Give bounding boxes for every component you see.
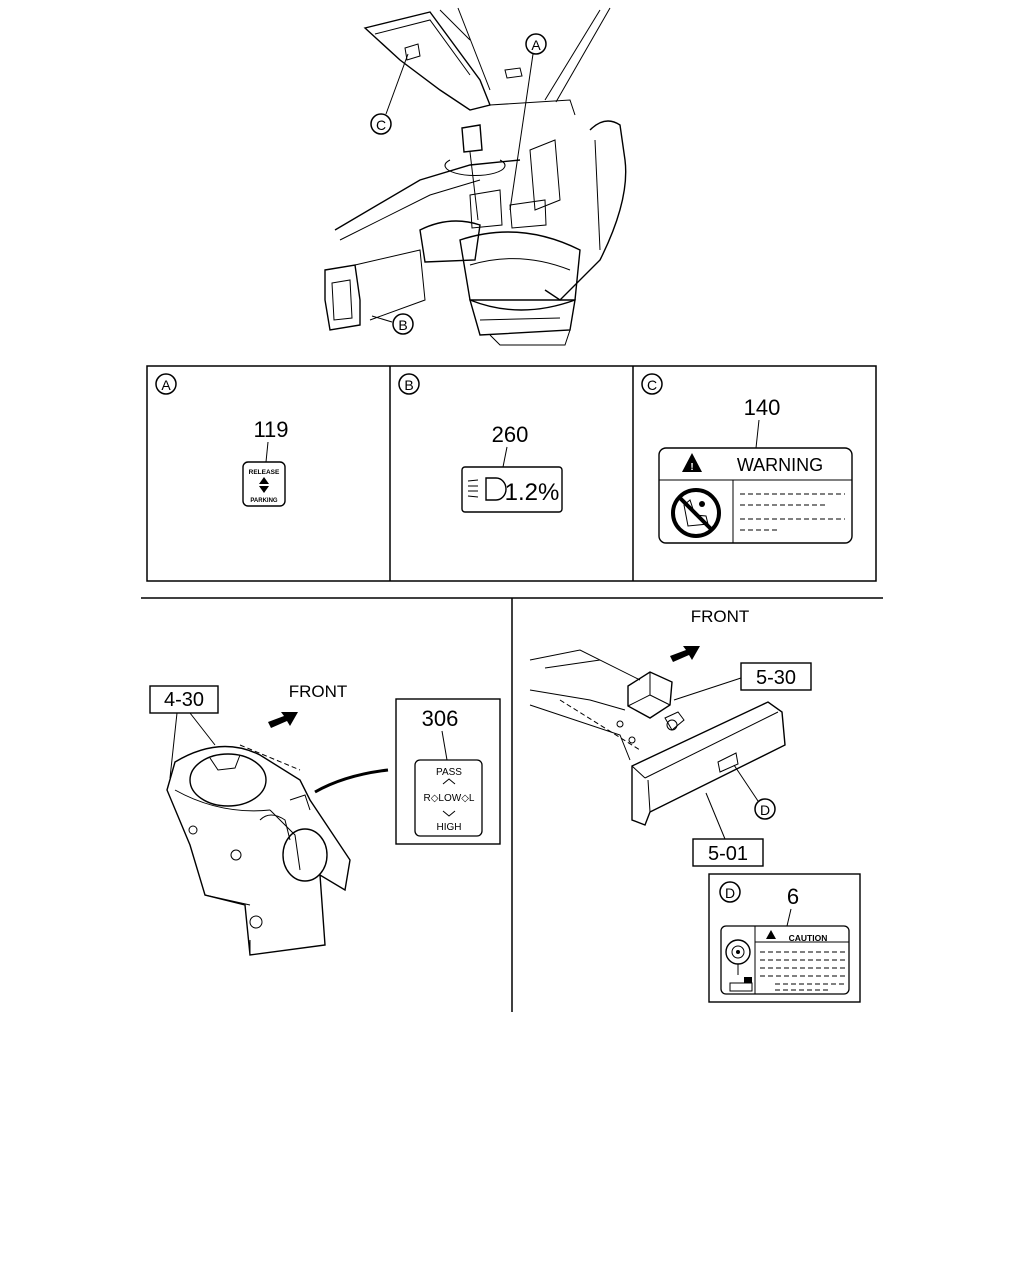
part-306-number: 306 xyxy=(422,706,459,731)
svg-text:CAUTION: CAUTION xyxy=(789,933,828,943)
svg-text:4-30: 4-30 xyxy=(164,689,204,711)
label-table xyxy=(146,365,877,582)
front-label-left: FRONT xyxy=(289,682,348,701)
svg-text:WARNING: WARNING xyxy=(737,455,823,475)
panel-a-part-number: 119 xyxy=(253,417,288,442)
panel-c: C 140 ! WARNING xyxy=(641,373,853,544)
callout-d xyxy=(754,798,776,820)
svg-text:5-30: 5-30 xyxy=(756,667,796,689)
chevron-down-icon xyxy=(442,810,456,817)
front-arrow-icon xyxy=(268,712,298,728)
panel-a: A 119 RELEASE PARKING xyxy=(155,373,289,507)
chassis-frame-drawing xyxy=(529,649,786,826)
chevron-up-icon xyxy=(442,778,456,785)
ref-5-30 xyxy=(740,662,812,691)
callout-a: A xyxy=(525,33,547,55)
panel-d-letter: D xyxy=(725,885,735,901)
front-arrow-icon xyxy=(670,646,700,662)
ref-4-30 xyxy=(149,685,219,714)
svg-text:PASS: PASS xyxy=(436,767,462,778)
arrow-up-icon xyxy=(259,477,269,484)
svg-text:HIGH: HIGH xyxy=(437,822,462,833)
arrow-down-icon xyxy=(259,486,269,493)
svg-text:1.2%: 1.2% xyxy=(505,479,560,506)
dimmer-switch-label xyxy=(414,759,483,837)
panel-b-part-number: 260 xyxy=(492,422,529,447)
combination-switch-drawing xyxy=(166,744,351,956)
ref-5-01 xyxy=(692,838,764,867)
warning-triangle-icon xyxy=(766,930,776,939)
panel-a-letter: A xyxy=(161,377,171,393)
callout-c: C xyxy=(370,113,392,135)
lower-left-section: FRONT 4-30 306 PASS xyxy=(149,682,501,956)
warning-triangle-icon xyxy=(682,453,702,472)
svg-text:B: B xyxy=(398,317,407,333)
panel-c-letter: C xyxy=(647,377,657,393)
svg-text:C: C xyxy=(376,117,386,133)
svg-text:D: D xyxy=(760,802,770,818)
cab-interior-drawing xyxy=(324,7,627,346)
front-label-right: FRONT xyxy=(691,607,750,626)
panel-b-letter: B xyxy=(404,377,413,393)
valve-diagram-icon xyxy=(725,939,753,992)
lower-right-section: FRONT 5-30 xyxy=(529,607,861,1003)
svg-text:RELEASE: RELEASE xyxy=(249,469,280,476)
panel-b: B 260 1.2% xyxy=(398,373,563,513)
svg-text:R◇LOW◇L: R◇LOW◇L xyxy=(424,793,475,804)
no-child-seat-icon xyxy=(671,488,721,538)
callout-b: B xyxy=(392,313,414,335)
svg-text:!: ! xyxy=(690,462,693,473)
panel-d-part-number: 6 xyxy=(787,884,799,909)
panel-c-part-number: 140 xyxy=(744,395,781,420)
svg-text:PARKING: PARKING xyxy=(250,498,278,504)
svg-text:5-01: 5-01 xyxy=(708,843,748,865)
headlamp-icon xyxy=(467,477,507,501)
svg-text:A: A xyxy=(531,37,541,53)
